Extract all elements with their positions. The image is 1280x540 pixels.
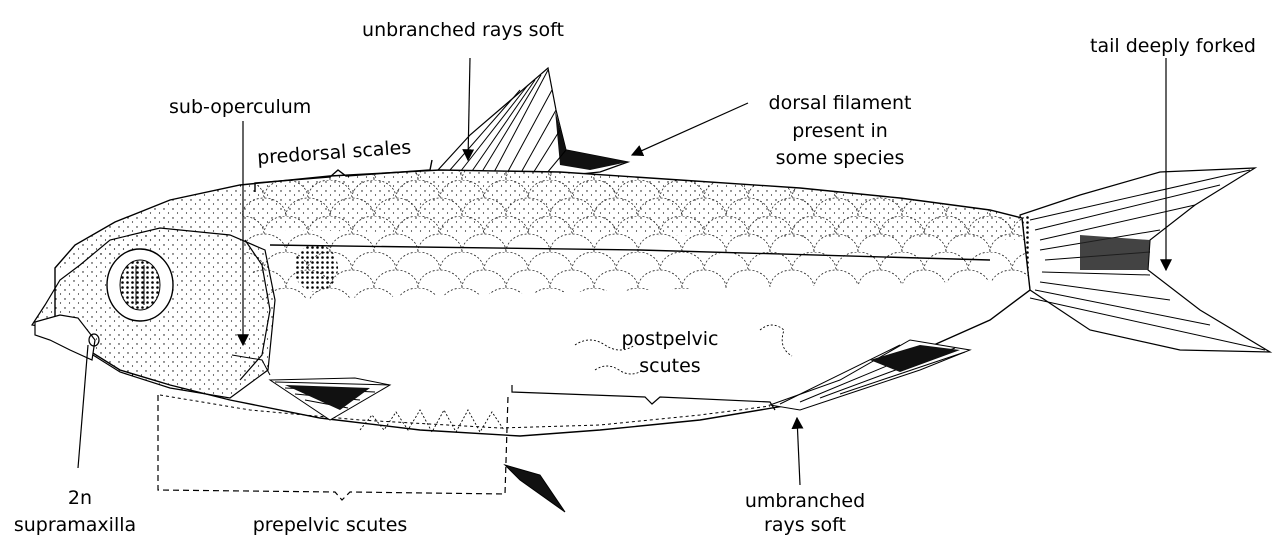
label-dorsal-filament-2: present in xyxy=(740,120,940,143)
anal-rays-pointer xyxy=(797,418,800,485)
label-sub-operculum: sub-operculum xyxy=(169,96,311,119)
label-postpelvic-1: postpelvic xyxy=(580,328,760,351)
label-dorsal-filament-3: some species xyxy=(740,147,940,170)
label-umbranched-2: rays soft xyxy=(700,514,910,537)
supramaxilla-pointer xyxy=(78,345,88,468)
pelvic-fin xyxy=(505,465,565,512)
dorsal-fin xyxy=(438,68,628,180)
dorsal-filament-pointer xyxy=(632,103,748,155)
label-prepelvic-scutes: prepelvic scutes xyxy=(210,514,450,537)
label-tail-deeply-forked: tail deeply forked xyxy=(1090,35,1256,58)
caudal-fin xyxy=(1010,168,1270,352)
label-supramaxilla-1: 2n xyxy=(20,487,140,510)
label-postpelvic-2: scutes xyxy=(580,355,760,378)
label-dorsal-filament-1: dorsal filament xyxy=(740,92,940,115)
label-supramaxilla-2: supramaxilla xyxy=(0,514,150,537)
label-umbranched-1: umbranched xyxy=(700,490,910,513)
label-unbranched-rays-dorsal: unbranched rays soft xyxy=(313,19,613,42)
